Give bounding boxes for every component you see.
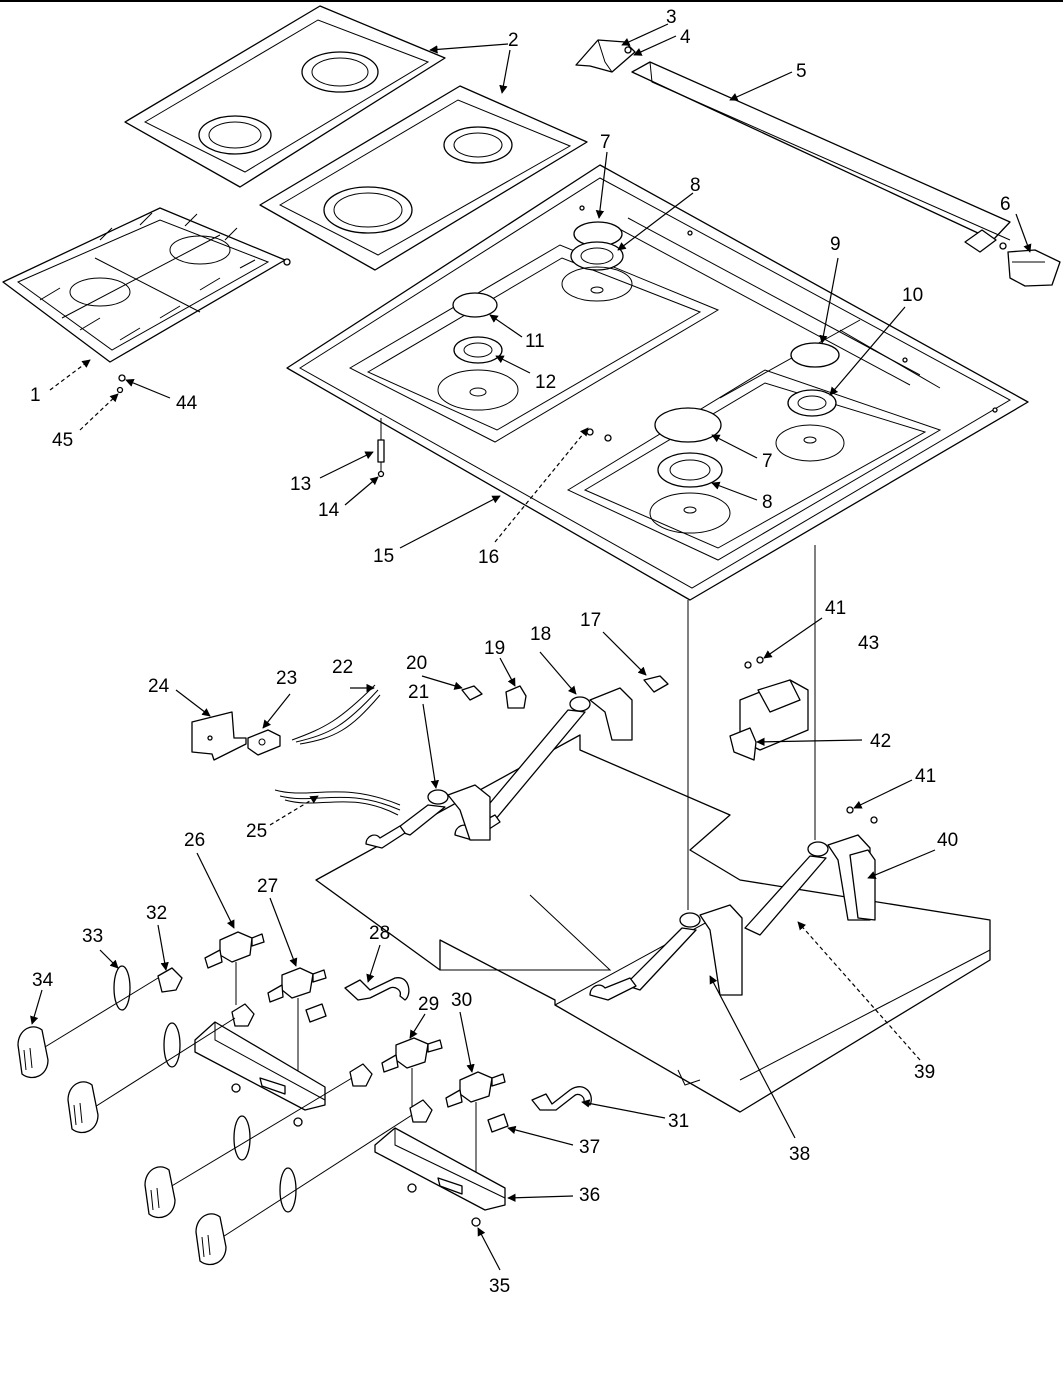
callout-18: 18 [530,624,551,645]
grate-screw [116,374,126,394]
switch-17 [643,675,669,693]
callout-15: 15 [373,546,394,567]
end-cap [1007,249,1061,287]
burner-pan-right [259,85,588,271]
callout-17: 17 [580,610,601,631]
callout-6: 6 [1000,194,1011,215]
callout-13: 13 [290,474,311,495]
bracket-top [575,39,636,73]
gas-tube-31 [531,1086,592,1111]
burner-head-rear-left [561,241,633,302]
callout-24: 24 [148,676,170,697]
burner-grate [2,207,291,363]
control-knob-4 [195,1213,227,1266]
valve-27 [267,967,327,1095]
callout-22: 22 [332,657,353,678]
callout-8a: 8 [690,175,701,196]
valve-30 [445,1071,506,1182]
spark-electrode [377,418,385,478]
callout-25: 25 [246,821,267,842]
switch-assembly-43 [739,656,809,751]
switch-19 [505,685,527,709]
wire-harness-lower [274,789,401,816]
screws-lower [231,1083,481,1227]
control-knob-2 [67,1081,99,1134]
control-knob-34 [17,1026,49,1079]
callout-35: 35 [489,1276,510,1297]
burner-tube-38 [589,904,743,1001]
callout-37: 37 [579,1137,600,1158]
callout-40: 40 [937,830,958,851]
callout-27: 27 [257,876,278,897]
callout-16: 16 [478,547,499,568]
callout-2: 2 [508,30,519,51]
callout-21: 21 [408,682,429,703]
callout-26: 26 [184,830,205,851]
callout-32: 32 [146,903,167,924]
mounting-bracket-40 [846,806,878,921]
callout-41a: 41 [915,766,936,787]
orifice-37 [305,1003,509,1133]
callout-36: 36 [579,1185,600,1206]
callout-8b: 8 [762,492,773,513]
callout-7a: 7 [600,132,611,153]
callout-5: 5 [796,61,807,82]
burner-tube-39 [744,834,871,936]
callout-28: 28 [369,923,390,944]
callout-31: 31 [668,1111,689,1132]
knob-axis-2 [89,1017,236,1111]
callout-38: 38 [789,1144,810,1165]
valve-29 [381,1037,443,1110]
burner-cap-front-right [654,407,722,443]
callout-44: 44 [176,393,198,414]
callout-23: 23 [276,668,297,689]
burner-cap-rear-right [790,342,840,368]
trim-bar [631,61,1011,253]
callout-labels: 1 2 3 4 5 6 7 8 9 10 11 12 13 14 15 16 7… [30,7,1011,1297]
gas-tube-28 [344,977,410,1001]
callout-10: 10 [902,285,923,306]
callout-11: 11 [525,331,545,352]
callout-12: 12 [535,372,556,393]
knob-axis-1 [39,977,159,1051]
terminal-bracket [191,711,247,761]
burner-cap-front-left [452,292,498,318]
leader-lines [30,23,1032,1271]
callout-34: 34 [32,970,54,991]
burner-head-rear-right [775,389,845,462]
manifold-bar-lower [374,1127,506,1211]
wire-harness-upper [291,684,381,745]
callout-1: 1 [30,385,41,406]
clip-42 [729,727,757,761]
callout-42: 42 [870,731,891,752]
callout-3: 3 [666,7,677,28]
switch-20 [461,685,483,701]
callout-9: 9 [830,234,841,255]
callout-30: 30 [451,990,472,1011]
hex-nut-32 [157,967,183,993]
burner-head-front-left [437,336,519,411]
callout-4: 4 [680,27,691,48]
terminal-block [247,729,281,756]
callout-33: 33 [82,926,103,947]
callout-14: 14 [318,500,340,521]
callout-39: 39 [914,1062,935,1083]
hex-nut-mid [231,1003,433,1123]
callout-19: 19 [484,638,505,659]
callout-29: 29 [418,994,439,1015]
valve-26 [204,931,265,1005]
burner-pan-left [124,5,446,188]
control-knob-3 [144,1166,176,1219]
knob-axis-3 [164,1077,353,1191]
manifold-bar-upper [194,1021,326,1111]
callout-20: 20 [406,653,427,674]
burner-tube-21 [365,784,491,849]
callout-41b: 41 [825,598,846,619]
callout-7b: 7 [762,451,773,472]
knob-axis-4 [217,1114,413,1241]
callout-45: 45 [52,430,73,451]
callout-43: 43 [858,633,879,654]
burner-head-front-right [649,452,731,534]
